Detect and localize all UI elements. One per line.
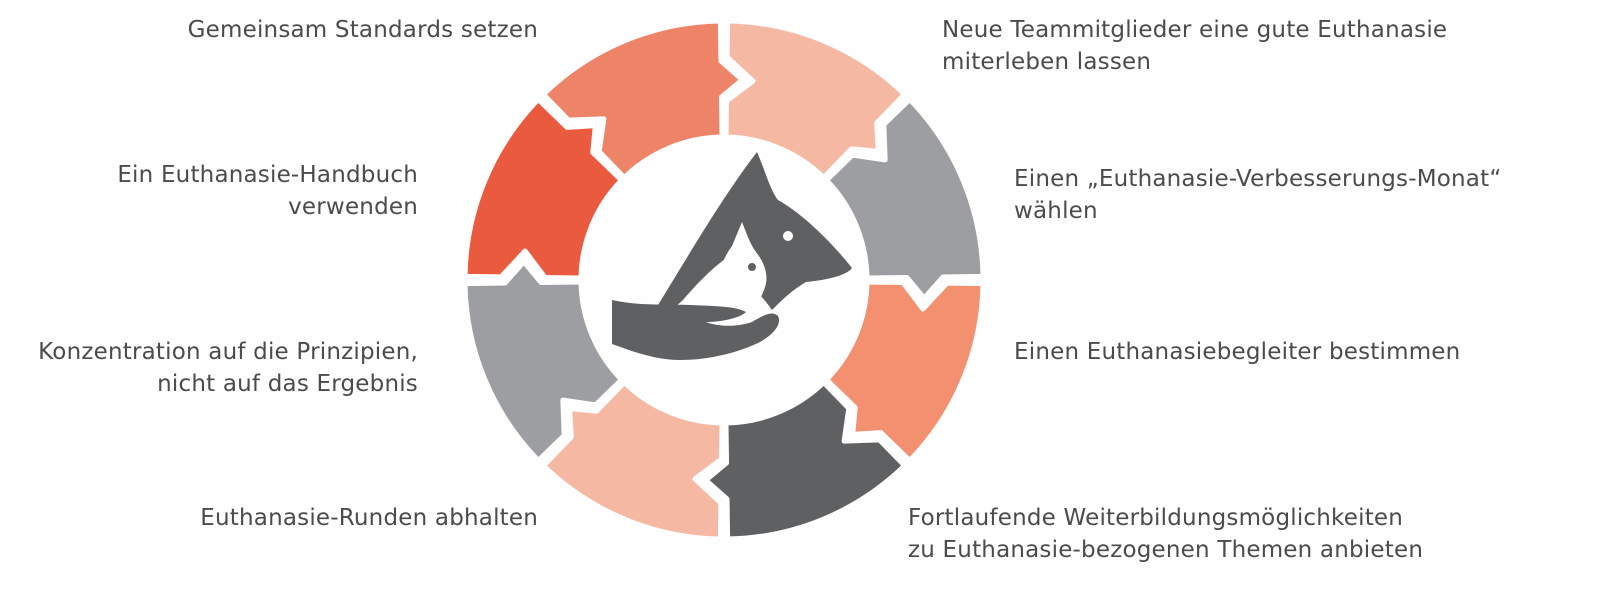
label-line: Fortlaufende Weiterbildungsmöglichkeiten <box>908 505 1404 531</box>
hand-holding-dog-and-cat-icon <box>612 152 852 360</box>
label-line: verwenden <box>288 194 418 220</box>
label-euthanasia-rounds: Euthanasie-Runden abhalten <box>200 502 538 534</box>
wheel-segment-right-upper <box>824 96 986 301</box>
wheel-segment-right-lower <box>824 279 986 464</box>
label-line: Euthanasie-Runden abhalten <box>200 505 538 531</box>
wheel-segment-top-right <box>723 18 908 180</box>
wheel-segment-bottom-right <box>703 380 908 542</box>
label-focus-on-principles: Konzentration auf die Prinzipien, nicht … <box>38 336 418 400</box>
wheel-segment-bottom-left <box>540 380 725 542</box>
label-line: wählen <box>1014 198 1098 224</box>
label-line: miterleben lassen <box>942 49 1152 75</box>
label-line: Ein Euthanasie-Handbuch <box>117 162 418 188</box>
wheel-segment-left-lower <box>462 259 624 464</box>
label-shared-standards: Gemeinsam Standards setzen <box>188 14 538 46</box>
label-line: Gemeinsam Standards setzen <box>187 17 538 43</box>
wheel-segment-top-left <box>540 18 745 180</box>
label-continuing-education: Fortlaufende Weiterbildungsmöglichkeiten… <box>908 502 1423 566</box>
label-line: Einen „Euthanasie-Verbesserungs-Monat“ <box>1014 166 1502 192</box>
label-line: zu Euthanasie-bezogenen Themen anbieten <box>908 537 1424 563</box>
label-euthanasia-handbook: Ein Euthanasie-Handbuch verwenden <box>117 159 418 223</box>
label-new-team-members: Neue Teammitglieder eine gute Euthanasie… <box>942 14 1447 78</box>
label-line: Konzentration auf die Prinzipien, <box>38 339 418 365</box>
label-euthanasia-companion: Einen Euthanasiebegleiter bestimmen <box>1014 336 1460 368</box>
label-improvement-month: Einen „Euthanasie-Verbesserungs-Monat“ w… <box>1014 163 1501 227</box>
wheel-segment-left-upper <box>462 96 624 281</box>
label-line: nicht auf das Ergebnis <box>157 371 418 397</box>
label-line: Einen Euthanasiebegleiter bestimmen <box>1014 339 1461 365</box>
label-line: Neue Teammitglieder eine gute Euthanasie <box>942 17 1448 43</box>
